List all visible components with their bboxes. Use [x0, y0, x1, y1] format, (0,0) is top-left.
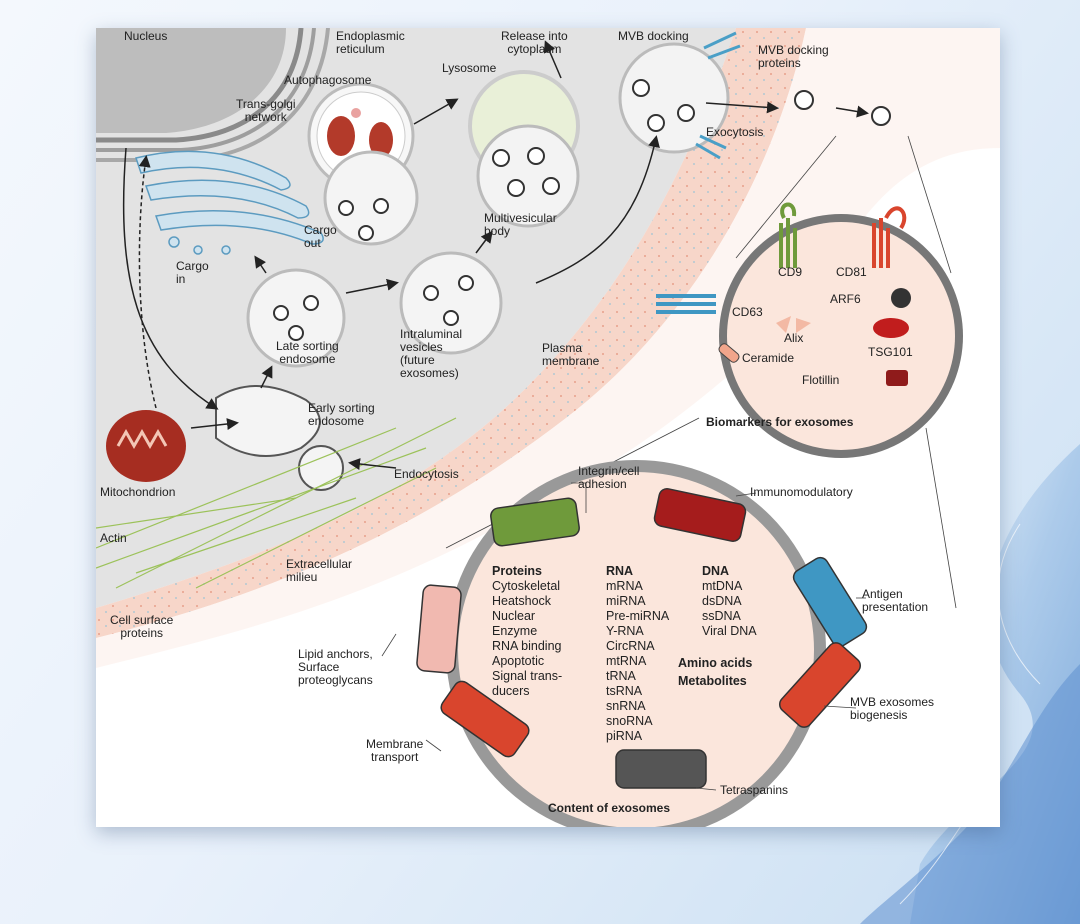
label-late-sorting: Late sorting endosome [276, 339, 339, 366]
label-er: Endoplasmic reticulum [336, 29, 405, 56]
dna-item: mtDNA [702, 579, 743, 593]
rna-item: snRNA [606, 699, 646, 713]
biomarker-cd81: CD81 [836, 265, 867, 279]
mvb-docking-vesicle [618, 42, 730, 154]
content-exosome [416, 460, 868, 827]
label-antigen: Antigen presentation [862, 587, 929, 614]
biomarker-flotillin: Flotillin [802, 373, 840, 387]
label-trans-golgi: Trans-golgi network [236, 97, 296, 124]
rna-item: tsRNA [606, 684, 643, 698]
biomarker-cd9: CD9 [778, 265, 803, 279]
dna-item: ssDNA [702, 609, 741, 623]
biomarker-arf6: ARF6 [830, 292, 861, 306]
lipid-block [416, 584, 462, 674]
mvb-biogenesis-block [778, 642, 862, 728]
trans-golgi [135, 150, 324, 255]
biomarker-alix: Alix [784, 331, 804, 345]
endocytosis-vesicle [298, 445, 344, 491]
dna-item: Viral DNA [702, 624, 757, 638]
label-membrane-transport: Membrane transport [366, 737, 424, 764]
label-endocytosis: Endocytosis [394, 467, 459, 481]
label-early-sorting: Early sorting endosome [308, 401, 375, 428]
protein-item: Heatshock [492, 594, 552, 608]
protein-item: Signal trans- [492, 669, 563, 683]
autophagosome [307, 82, 419, 246]
rna-heading: RNA [606, 564, 634, 578]
label-cargo-in: Cargo in [176, 259, 209, 286]
amino-acids: Amino acids [678, 656, 753, 670]
biomarker-cd63: CD63 [732, 305, 763, 319]
biomarker-title: Biomarkers for exosomes [706, 415, 854, 429]
label-mvb-docking: MVB docking [618, 29, 689, 43]
rna-item: mtRNA [606, 654, 647, 668]
biomarker-exosome [656, 202, 963, 458]
label-plasma-membrane: Plasma membrane [542, 341, 600, 368]
integrin-block [490, 497, 580, 547]
lysosome [468, 70, 580, 228]
label-ilv: Intraluminal vesicles (future exosomes) [400, 327, 463, 380]
membrane-transport-block [440, 680, 530, 758]
protein-item: Apoptotic [492, 654, 545, 668]
metabolites: Metabolites [678, 674, 747, 688]
label-extracellular: Extracellular milieu [286, 557, 353, 584]
proteins-heading: Proteins [492, 564, 543, 578]
dna-list: DNA mtDNA dsDNA ssDNA Viral DNA [702, 564, 757, 639]
rna-item: tRNA [606, 669, 636, 683]
biomarker-tsg101: TSG101 [868, 345, 913, 359]
protein-item: Nuclear [492, 609, 536, 623]
actin-filaments [96, 417, 457, 589]
multivesicular-body [399, 251, 503, 355]
protein-item: RNA binding [492, 639, 562, 653]
label-autophagosome: Autophagosome [284, 73, 372, 87]
content-title: Content of exosomes [548, 801, 671, 815]
proteins-list: Proteins Cytoskeletal Heatshock Nuclear … [492, 564, 562, 699]
label-cell-surface: Cell surface proteins [110, 613, 174, 640]
rna-item: piRNA [606, 729, 643, 743]
rna-item: miRNA [606, 594, 646, 608]
rna-item: mRNA [606, 579, 643, 593]
rna-item: Pre-miRNA [606, 609, 670, 623]
late-sorting-endosome [246, 268, 346, 368]
protein-item: Enzyme [492, 624, 538, 638]
immunomodulatory-block [653, 488, 747, 542]
label-lipid-anchors: Lipid anchors, Surface proteoglycans [298, 647, 373, 687]
label-actin: Actin [100, 531, 127, 545]
dna-item: dsDNA [702, 594, 742, 608]
rna-item: CircRNA [606, 639, 655, 653]
early-sorting-endosome [215, 385, 321, 457]
label-tetraspanins: Tetraspanins [720, 783, 789, 797]
label-integrin: Integrin/cell adhesion [578, 464, 640, 491]
dna-heading: DNA [702, 564, 730, 578]
label-nucleus: Nucleus [124, 29, 168, 43]
figure-artwork [96, 28, 1000, 827]
other-content: Amino acids Metabolites [678, 656, 752, 689]
rna-item: Y-RNA [606, 624, 644, 638]
label-exocytosis: Exocytosis [706, 125, 764, 139]
exosome-figure: Nucleus Endoplasmic reticulum Release in… [96, 28, 1000, 827]
docking-proteins [695, 31, 741, 160]
antigen-block [792, 556, 868, 648]
protein-item: ducers [492, 684, 530, 698]
tetraspanin-block [615, 749, 707, 789]
rna-item: snoRNA [606, 714, 653, 728]
protein-item: Cytoskeletal [492, 579, 561, 593]
label-release: Release into cytoplasm [501, 29, 568, 56]
label-mvb-biogenesis: MVB exosomes biogenesis [850, 695, 935, 722]
label-immunomodulatory: Immunomodulatory [750, 485, 853, 499]
label-cargo-out: Cargo out [304, 223, 337, 250]
label-mvb-docking-proteins: MVB docking proteins [758, 43, 829, 70]
rna-list: RNA mRNA miRNA Pre-miRNA Y-RNA CircRNA m… [606, 564, 669, 744]
label-lysosome: Lysosome [442, 61, 497, 75]
label-mvb-body: Multivesicular body [484, 211, 557, 238]
biomarker-ceramide: Ceramide [742, 351, 795, 365]
mitochondrion [106, 410, 186, 482]
label-mitochondrion: Mitochondrion [100, 485, 176, 499]
